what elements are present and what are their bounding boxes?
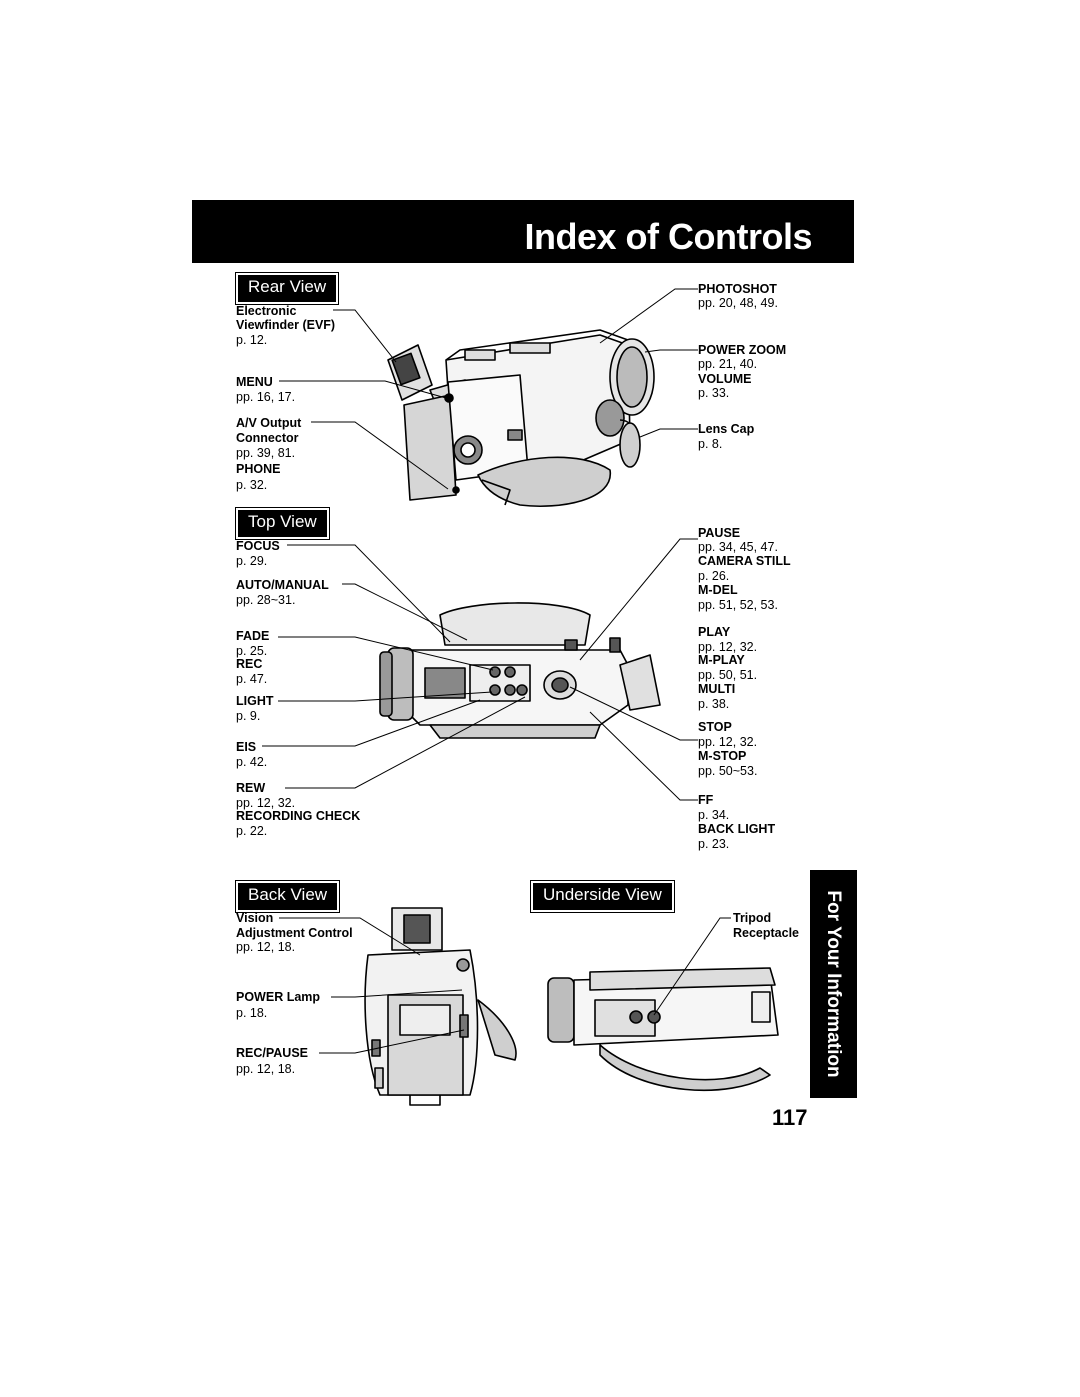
section-rear-view: Rear View bbox=[238, 275, 337, 302]
label-ff: FF bbox=[698, 793, 714, 807]
page-ref-menu: pp. 16, 17. bbox=[236, 390, 296, 404]
label-m-del: M-DEL bbox=[698, 583, 738, 597]
page-ref-m-stop: pp. 50~53. bbox=[698, 764, 758, 778]
page-ref-ff: p. 34. bbox=[698, 808, 730, 822]
page-ref-m-play: pp. 50, 51. bbox=[698, 668, 758, 682]
label-focus: FOCUS bbox=[236, 539, 280, 553]
label-play: PLAY bbox=[698, 625, 731, 639]
label-auto-manual: AUTO/MANUAL bbox=[236, 578, 329, 592]
label-m-stop: M-STOP bbox=[698, 749, 747, 763]
page-ref-rew: pp. 12, 32. bbox=[236, 796, 296, 810]
section-back-view: Back View bbox=[238, 883, 338, 910]
label-power-lamp: POWER Lamp bbox=[236, 990, 321, 1004]
page-ref-fade: p. 25. bbox=[236, 644, 268, 658]
page-ref-phone: p. 32. bbox=[236, 478, 268, 492]
label-m-play: M-PLAY bbox=[698, 653, 745, 667]
page-ref-light: p. 9. bbox=[236, 709, 261, 723]
page-ref-multi: p. 38. bbox=[698, 697, 730, 711]
leader-lines bbox=[262, 288, 731, 1054]
page-ref-play: pp. 12, 32. bbox=[698, 640, 758, 654]
page-ref-volume: p. 33. bbox=[698, 386, 730, 400]
page-title: Index of Controls bbox=[524, 216, 813, 257]
label-volume: VOLUME bbox=[698, 372, 752, 386]
page-ref-auto-manual: pp. 28~31. bbox=[236, 593, 296, 607]
page-ref-photoshot: pp. 20, 48, 49. bbox=[698, 296, 778, 310]
section-top-view: Top View bbox=[238, 510, 327, 537]
page-ref-rec: p. 47. bbox=[236, 672, 268, 686]
page-ref-power-zoom: pp. 21, 40. bbox=[698, 357, 758, 371]
side-tab-text: For Your Information bbox=[823, 890, 844, 1078]
page-ref-power-lamp: p. 18. bbox=[236, 1006, 268, 1020]
page-ref-pause: pp. 34, 45, 47. bbox=[698, 540, 778, 554]
label-vision-line2: Adjustment Control bbox=[236, 926, 353, 940]
page-ref-rec-pause: pp. 12, 18. bbox=[236, 1062, 296, 1076]
label-evf-line2: Viewfinder (EVF) bbox=[236, 318, 336, 332]
label-rec: REC bbox=[236, 657, 263, 671]
label-recording-check: RECORDING CHECK bbox=[236, 809, 361, 823]
label-lens-cap: Lens Cap bbox=[698, 422, 755, 436]
label-av-output-line1: A/V Output bbox=[236, 416, 302, 430]
label-rec-pause: REC/PAUSE bbox=[236, 1046, 309, 1060]
page-ref-m-del: pp. 51, 52, 53. bbox=[698, 598, 778, 612]
label-power-zoom: POWER ZOOM bbox=[698, 343, 787, 357]
label-av-output-line2: Connector bbox=[236, 431, 299, 445]
page-number: 117 bbox=[772, 1105, 808, 1130]
back-view-camera-drawing bbox=[364, 907, 517, 1106]
label-eis: EIS bbox=[236, 740, 257, 754]
page-ref-eis: p. 42. bbox=[236, 755, 268, 769]
page-ref-vision: pp. 12, 18. bbox=[236, 940, 296, 954]
page-ref-evf: p. 12. bbox=[236, 333, 268, 347]
underside-view-camera-drawing bbox=[547, 967, 779, 1092]
page-ref-stop: pp. 12, 32. bbox=[698, 735, 758, 749]
section-underside-view: Underside View bbox=[533, 883, 672, 910]
page-ref-camera-still: p. 26. bbox=[698, 569, 730, 583]
label-tripod-line1: Tripod bbox=[733, 911, 772, 925]
label-photoshot: PHOTOSHOT bbox=[698, 282, 777, 296]
page-ref-av-output: pp. 39, 81. bbox=[236, 446, 296, 460]
page-ref-focus: p. 29. bbox=[236, 554, 268, 568]
label-tripod-line2: Receptacle bbox=[733, 926, 800, 940]
header-bar: Index of Controls bbox=[192, 200, 854, 263]
label-back-light: BACK LIGHT bbox=[698, 822, 776, 836]
label-stop: STOP bbox=[698, 720, 732, 734]
label-pause: PAUSE bbox=[698, 526, 741, 540]
label-vision-line1: Vision bbox=[236, 911, 274, 925]
rear-view-camera-drawing bbox=[387, 329, 655, 508]
page-ref-lens-cap: p. 8. bbox=[698, 437, 723, 451]
label-fade: FADE bbox=[236, 629, 270, 643]
page-ref-back-light: p. 23. bbox=[698, 837, 730, 851]
label-multi: MULTI bbox=[698, 682, 736, 696]
top-view-camera-drawing bbox=[379, 602, 661, 739]
page-ref-recording-check: p. 22. bbox=[236, 824, 268, 838]
side-tab: For Your Information bbox=[810, 870, 857, 1098]
label-camera-still: CAMERA STILL bbox=[698, 554, 791, 568]
label-rew: REW bbox=[236, 781, 266, 795]
label-menu: MENU bbox=[236, 375, 273, 389]
label-phone: PHONE bbox=[236, 462, 281, 476]
label-light: LIGHT bbox=[236, 694, 274, 708]
label-evf-line1: Electronic bbox=[236, 304, 297, 318]
